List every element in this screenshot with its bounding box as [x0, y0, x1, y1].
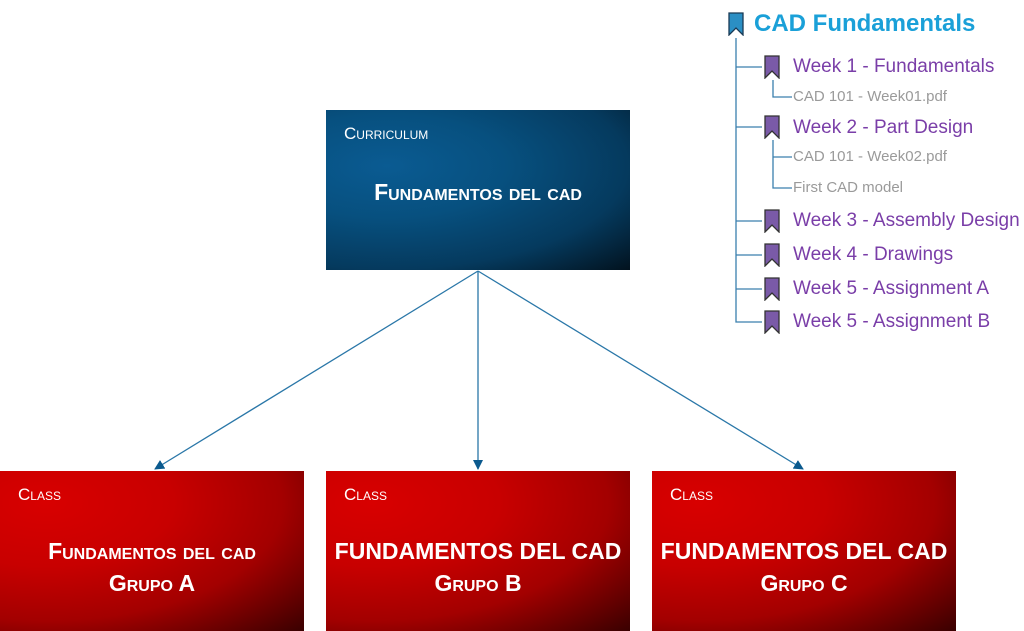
outline-item-week-1[interactable]: Week 1 - Fundamentals: [793, 56, 995, 77]
outline-item-week-5b[interactable]: Week 5 - Assignment B: [793, 311, 991, 332]
node-type-label: Curriculum: [344, 124, 429, 143]
node-type-label: Class: [344, 485, 387, 504]
node-title: FUNDAMENTOS DEL CAD: [334, 538, 622, 564]
class-node-grupo-c[interactable]: Class FUNDAMENTOS DEL CAD Grupo C: [652, 471, 956, 631]
node-title: FUNDAMENTOS DEL CAD: [660, 538, 948, 564]
node-title: Fundamentos del cad: [374, 179, 582, 205]
outline-item-week-3[interactable]: Week 3 - Assembly Design: [793, 210, 1020, 231]
outline-tree-lines: [735, 38, 792, 323]
outline-item-week-5a[interactable]: Week 5 - Assignment A: [793, 278, 990, 299]
class-node-grupo-b[interactable]: Class FUNDAMENTOS DEL CAD Grupo B: [326, 471, 630, 631]
node-type-label: Class: [670, 485, 713, 504]
outline-child[interactable]: First CAD model: [793, 179, 904, 196]
outline-child[interactable]: CAD 101 - Week01.pdf: [793, 88, 947, 105]
node-type-label: Class: [18, 485, 61, 504]
outline-root[interactable]: CAD Fundamentals: [754, 10, 976, 37]
outline-item-week-2[interactable]: Week 2 - Part Design: [793, 117, 974, 138]
outline-tree: CAD Fundamentals Week 1 - Fundamentals C…: [726, 0, 1024, 345]
outline-child[interactable]: CAD 101 - Week02.pdf: [793, 148, 947, 165]
bookmark-icon: [764, 115, 780, 139]
bookmark-icon: [764, 310, 780, 334]
node-subtitle: Grupo B: [434, 570, 522, 596]
link-to-grupo-a: [154, 270, 479, 470]
bookmark-icon: [728, 12, 744, 36]
outline-item-week-4[interactable]: Week 4 - Drawings: [793, 244, 954, 265]
bookmark-icon: [764, 243, 780, 267]
node-subtitle: Grupo C: [760, 570, 848, 596]
node-title: Fundamentos del cad: [48, 538, 256, 564]
node-subtitle: Grupo A: [108, 570, 196, 596]
bookmark-icon: [764, 209, 780, 233]
link-to-grupo-c: [477, 270, 804, 470]
curriculum-node[interactable]: Curriculum Fundamentos del cad: [326, 110, 630, 270]
bookmark-icon: [764, 277, 780, 301]
bookmark-icon: [764, 55, 780, 79]
